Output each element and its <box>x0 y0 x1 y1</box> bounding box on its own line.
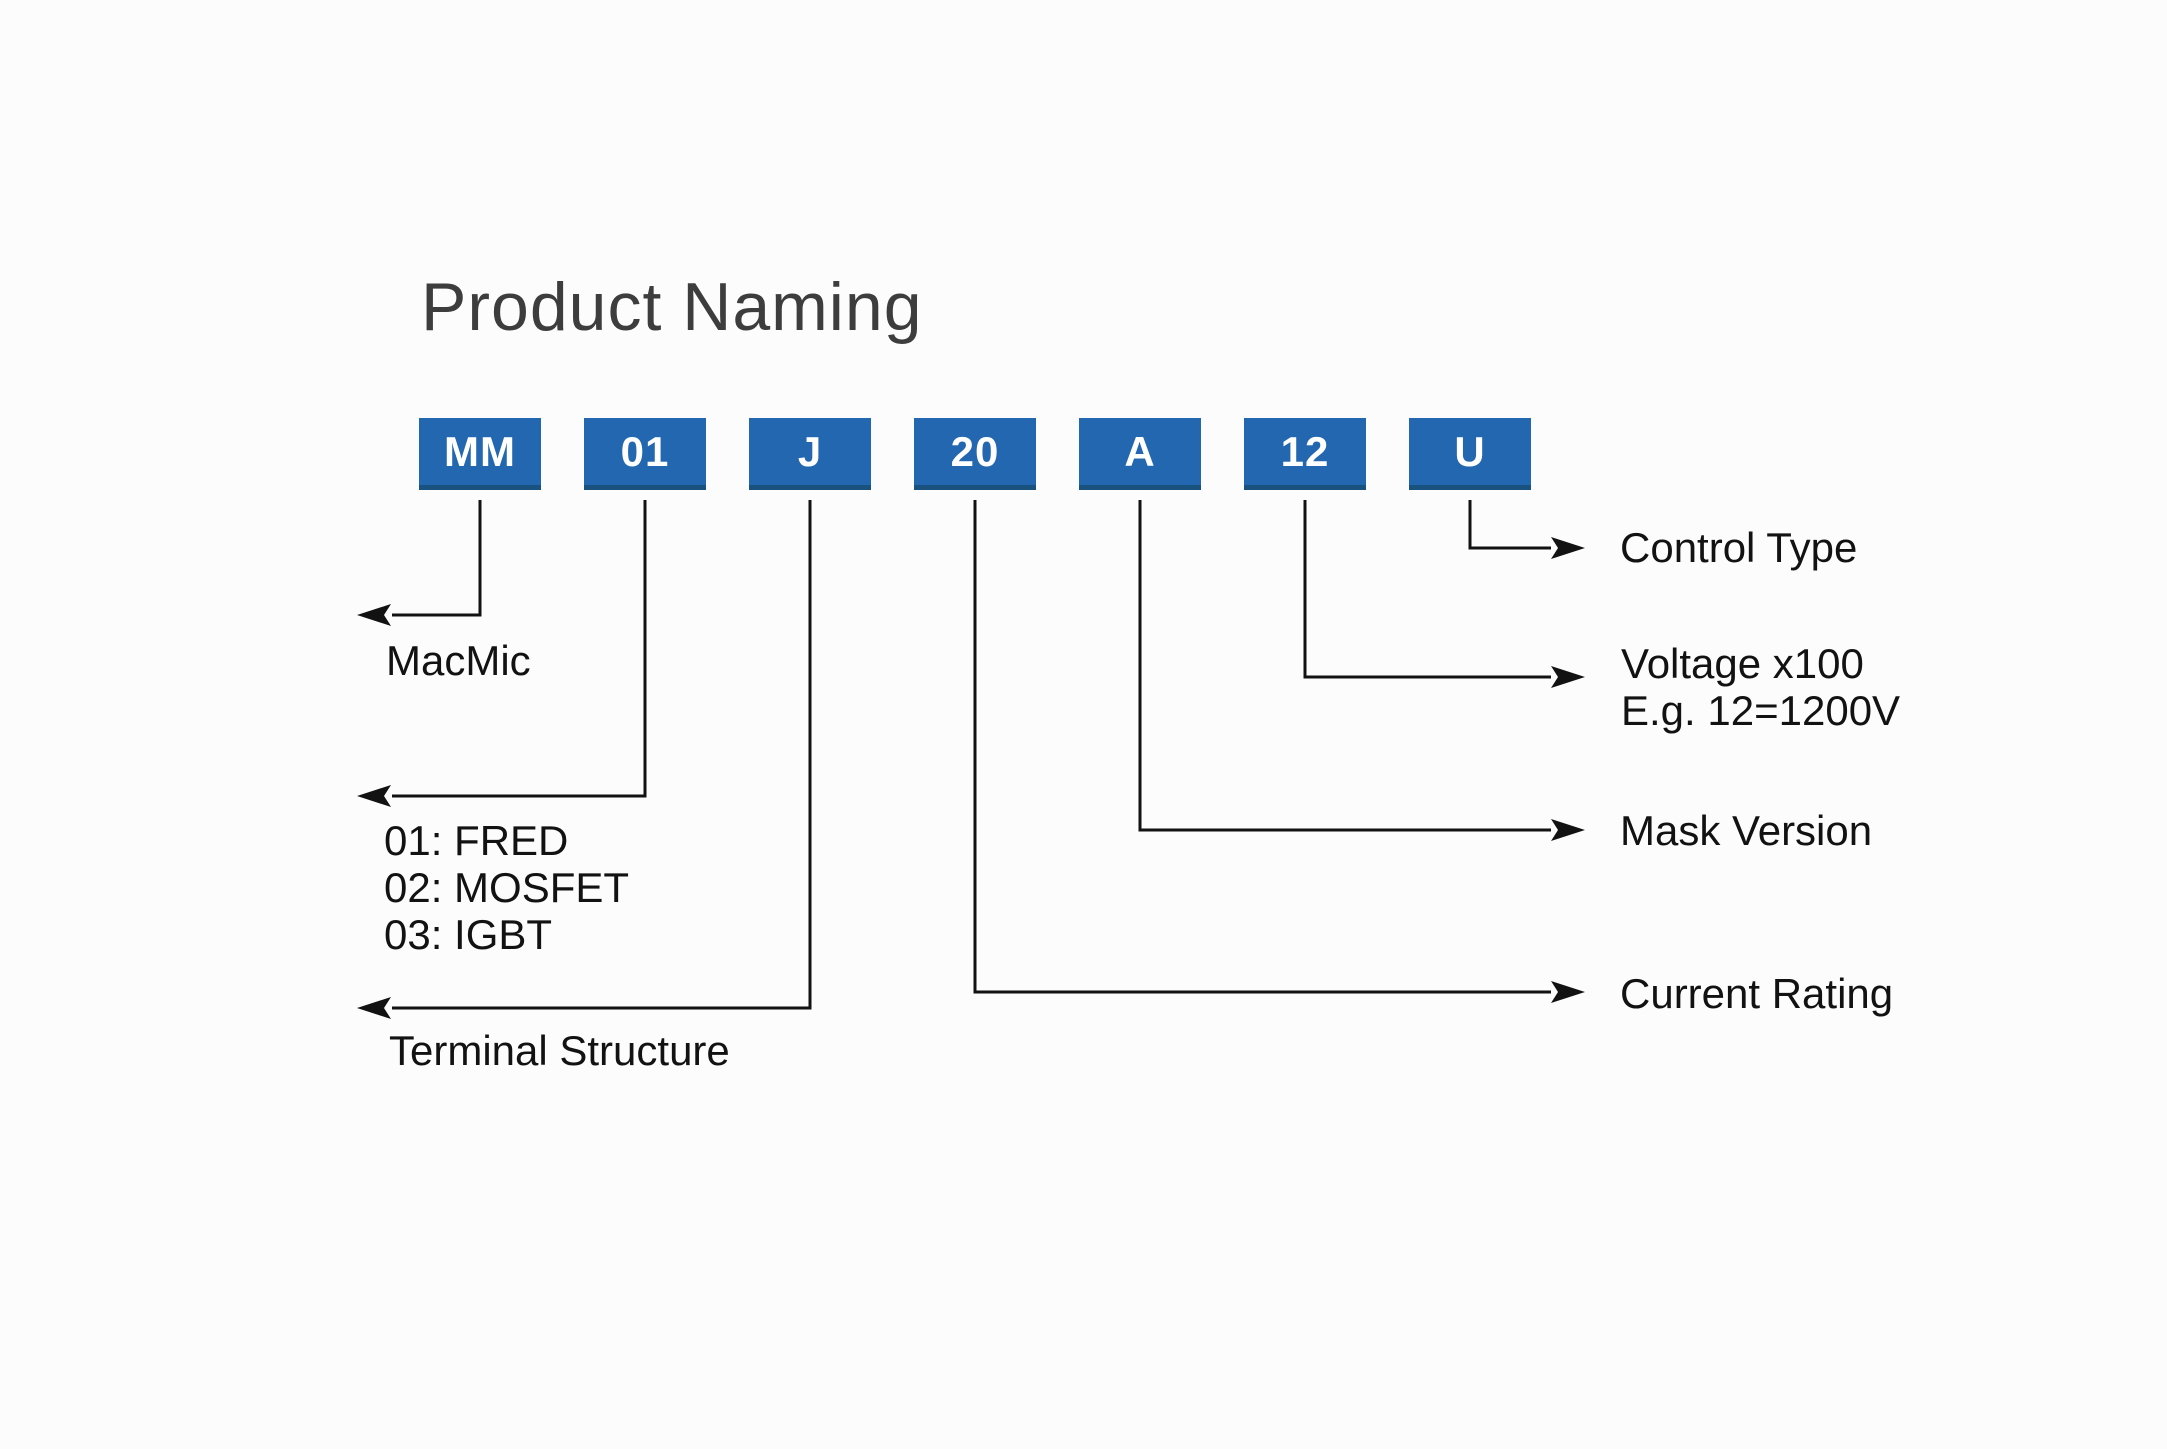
page-title: Product Naming <box>421 269 923 345</box>
label-device-type-fred: 01: FRED <box>384 817 569 864</box>
label-voltage-line1: Voltage x100 <box>1621 640 1864 687</box>
label-macmic: MacMic <box>386 637 531 684</box>
code-box-device-type: 01 <box>584 418 706 490</box>
label-voltage-line2: E.g. 12=1200V <box>1621 687 1901 734</box>
code-box-mask: A <box>1079 418 1201 490</box>
label-terminal-structure: Terminal Structure <box>389 1027 730 1074</box>
arrow-left-icon <box>357 785 391 807</box>
code-box-manufacturer: MM <box>419 418 541 490</box>
arrow-right-icon <box>1551 666 1585 688</box>
code-box-terminal: J <box>749 418 871 490</box>
arrow-left-icon <box>357 604 391 626</box>
label-control-type: Control Type <box>1620 524 1858 571</box>
connector-current <box>973 500 1551 994</box>
label-device-type-mosfet: 02: MOSFET <box>384 864 630 911</box>
label-voltage: Voltage x100 E.g. 12=1200V <box>1621 640 1900 734</box>
code-box-current: 20 <box>914 418 1036 490</box>
label-current-rating: Current Rating <box>1620 970 1894 1017</box>
arrow-left-icon <box>357 997 391 1019</box>
label-device-type-igbt: 03: IGBT <box>384 911 553 958</box>
arrow-right-icon <box>1551 819 1585 841</box>
connector-mask <box>1138 500 1551 832</box>
code-box-control: U <box>1409 418 1531 490</box>
arrow-right-icon <box>1551 537 1585 559</box>
label-mask-version: Mask Version <box>1620 807 1873 854</box>
connector-control <box>1468 500 1551 550</box>
arrow-right-icon <box>1551 981 1585 1003</box>
label-device-type-list: 01: FRED 02: MOSFET 03: IGBT <box>384 817 629 958</box>
connector-terminal <box>392 500 812 1010</box>
connector-macmic <box>392 500 482 617</box>
code-box-voltage: 12 <box>1244 418 1366 490</box>
connector-voltage <box>1303 500 1551 679</box>
connector-device-type <box>392 500 647 798</box>
